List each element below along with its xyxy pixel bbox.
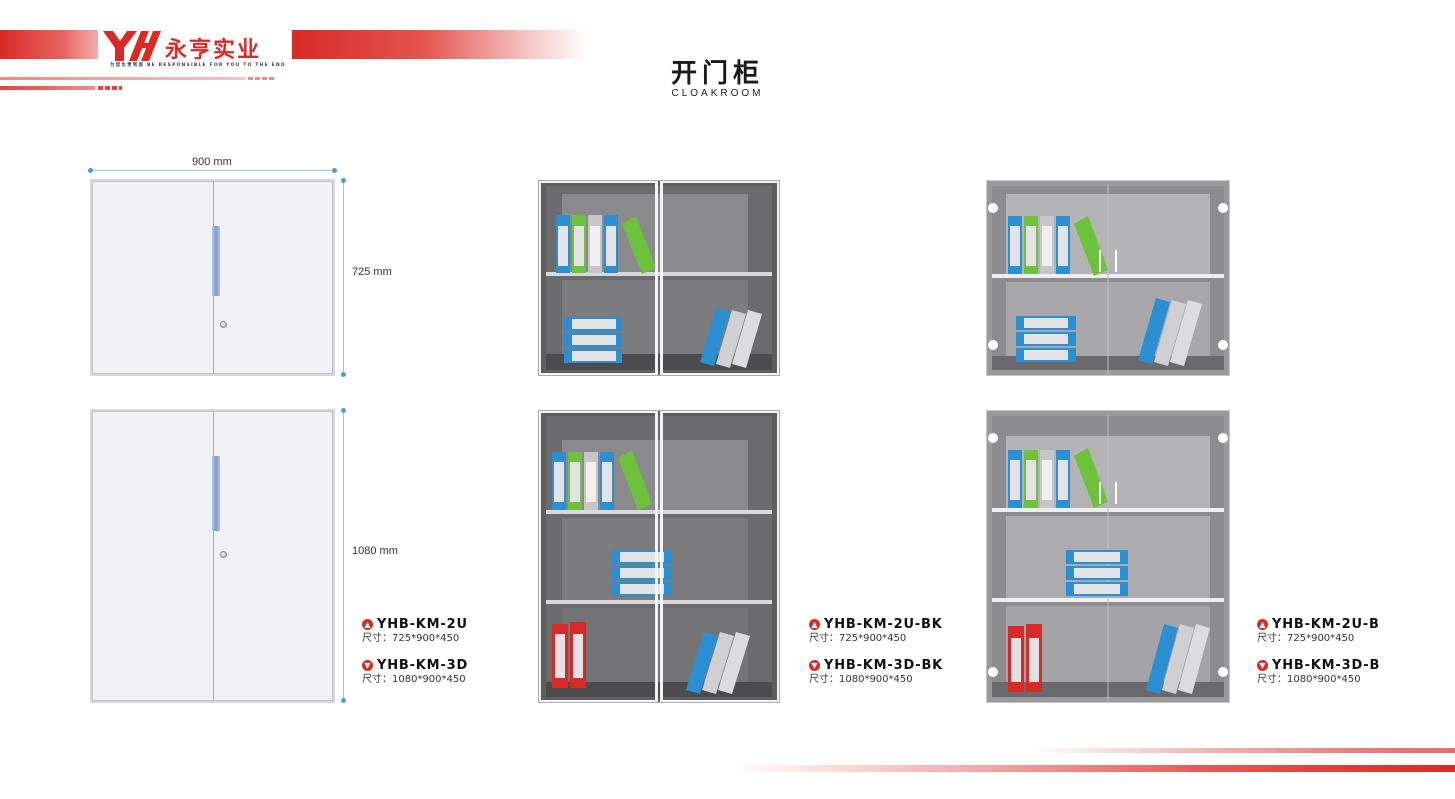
model-item: ▲ YHB-KM-2U-BK 尺寸：725*900*450 (809, 616, 943, 646)
glass-handle (1099, 250, 1101, 272)
binder-row-bottom (1008, 624, 1210, 694)
model-item: ▼ YHB-KM-3D-B 尺寸：1080*900*450 (1257, 657, 1380, 687)
door-handle (212, 226, 220, 296)
door-handle (212, 456, 220, 531)
binder-row-top (556, 215, 656, 274)
model-item: ▲ YHB-KM-2U 尺寸：725*900*450 (362, 616, 468, 646)
model-labels-glass-frameless: ▲ YHB-KM-2U-B 尺寸：725*900*450 ▼ YHB-KM-3D… (1257, 616, 1380, 698)
model-code: YHB-KM-3D (377, 657, 469, 673)
cabinet-glass-frameless-2u (986, 180, 1230, 376)
width-dimension-line (90, 170, 335, 171)
model-item: ▼ YHB-KM-3D 尺寸：1080*900*450 (362, 657, 468, 687)
model-item: ▲ YHB-KM-2U-B 尺寸：725*900*450 (1257, 616, 1380, 646)
dimension-endpoint (332, 168, 337, 173)
dimension-endpoint (341, 372, 346, 377)
height-label-high: 1080 mm (352, 545, 398, 557)
model-code: YHB-KM-3D-BK (824, 657, 944, 673)
triangle-down-icon: ▼ (362, 659, 373, 671)
triangle-up-icon: ▲ (362, 618, 373, 630)
model-labels-glass-bk: ▲ YHB-KM-2U-BK 尺寸：725*900*450 ▼ YHB-KM-3… (809, 616, 943, 698)
page-subtitle: CLOAKROOM (671, 88, 764, 99)
brand-red-bar-right (292, 30, 587, 59)
decor-dashes (98, 86, 122, 90)
dimension-endpoint (341, 408, 346, 413)
brand-red-bar-left (0, 30, 115, 59)
model-labels-plain: ▲ YHB-KM-2U 尺寸：725*900*450 ▼ YHB-KM-3D 尺… (362, 616, 468, 698)
footer-stripe (1030, 748, 1455, 753)
dimension-endpoint (341, 178, 346, 183)
binder-stack-bottom (564, 308, 762, 368)
brand-slogan: 为您负责到底 BE RESPONSIBLE FOR YOU TO THE END (110, 63, 286, 68)
brand-header: 永亨实业 为您负责到底 BE RESPONSIBLE FOR YOU TO TH… (0, 30, 1455, 90)
model-size: 尺寸：725*900*450 (1257, 633, 1355, 644)
brand-name: 永亨实业 (165, 38, 262, 63)
page-title: 开门柜 (670, 59, 764, 89)
model-size: 尺寸：1080*900*450 (809, 674, 913, 685)
glass-handle (1099, 482, 1101, 504)
model-size: 尺寸：725*900*450 (809, 633, 907, 644)
glass-handle (1115, 482, 1117, 504)
model-size: 尺寸：1080*900*450 (1257, 674, 1361, 685)
height-dimension-line (343, 180, 344, 375)
lock-icon (220, 551, 227, 558)
triangle-up-icon: ▲ (1257, 618, 1268, 630)
height-label-low: 725 mm (352, 266, 392, 278)
model-size: 尺寸：725*900*450 (362, 633, 460, 644)
decor-line (0, 86, 95, 90)
footer-stripe (730, 765, 1455, 772)
cabinet-plain-3d (90, 409, 335, 703)
dimension-endpoint (88, 168, 93, 173)
model-size: 尺寸：1080*900*450 (362, 674, 466, 685)
model-code: YHB-KM-2U-B (1272, 616, 1380, 632)
cabinet-glass-bk-3d (538, 410, 780, 703)
model-code: YHB-KM-2U-BK (824, 616, 943, 632)
dimension-endpoint (341, 698, 346, 703)
binder-row-top (552, 450, 652, 510)
binder-stack-middle (1066, 550, 1128, 596)
lock-icon (220, 321, 227, 328)
cabinet-glass-bk-2u (538, 180, 780, 376)
binder-row-bottom (552, 622, 750, 694)
decor-line (0, 77, 245, 80)
model-item: ▼ YHB-KM-3D-BK 尺寸：1080*900*450 (809, 657, 943, 687)
triangle-down-icon: ▼ (1257, 659, 1268, 671)
model-code: YHB-KM-2U (377, 616, 468, 632)
binder-stack-bottom (1016, 298, 1202, 366)
width-label: 900 mm (192, 156, 232, 168)
triangle-up-icon: ▲ (809, 618, 820, 630)
glass-handle (1115, 250, 1117, 272)
cabinet-plain-2u (90, 179, 335, 376)
model-code: YHB-KM-3D-B (1272, 657, 1381, 673)
door-split (212, 411, 214, 701)
height-dimension-line (343, 410, 344, 700)
yh-logo-icon (103, 31, 161, 61)
cabinet-glass-frameless-3d (986, 410, 1230, 703)
decor-dashes (248, 77, 276, 80)
triangle-down-icon: ▼ (809, 659, 820, 671)
